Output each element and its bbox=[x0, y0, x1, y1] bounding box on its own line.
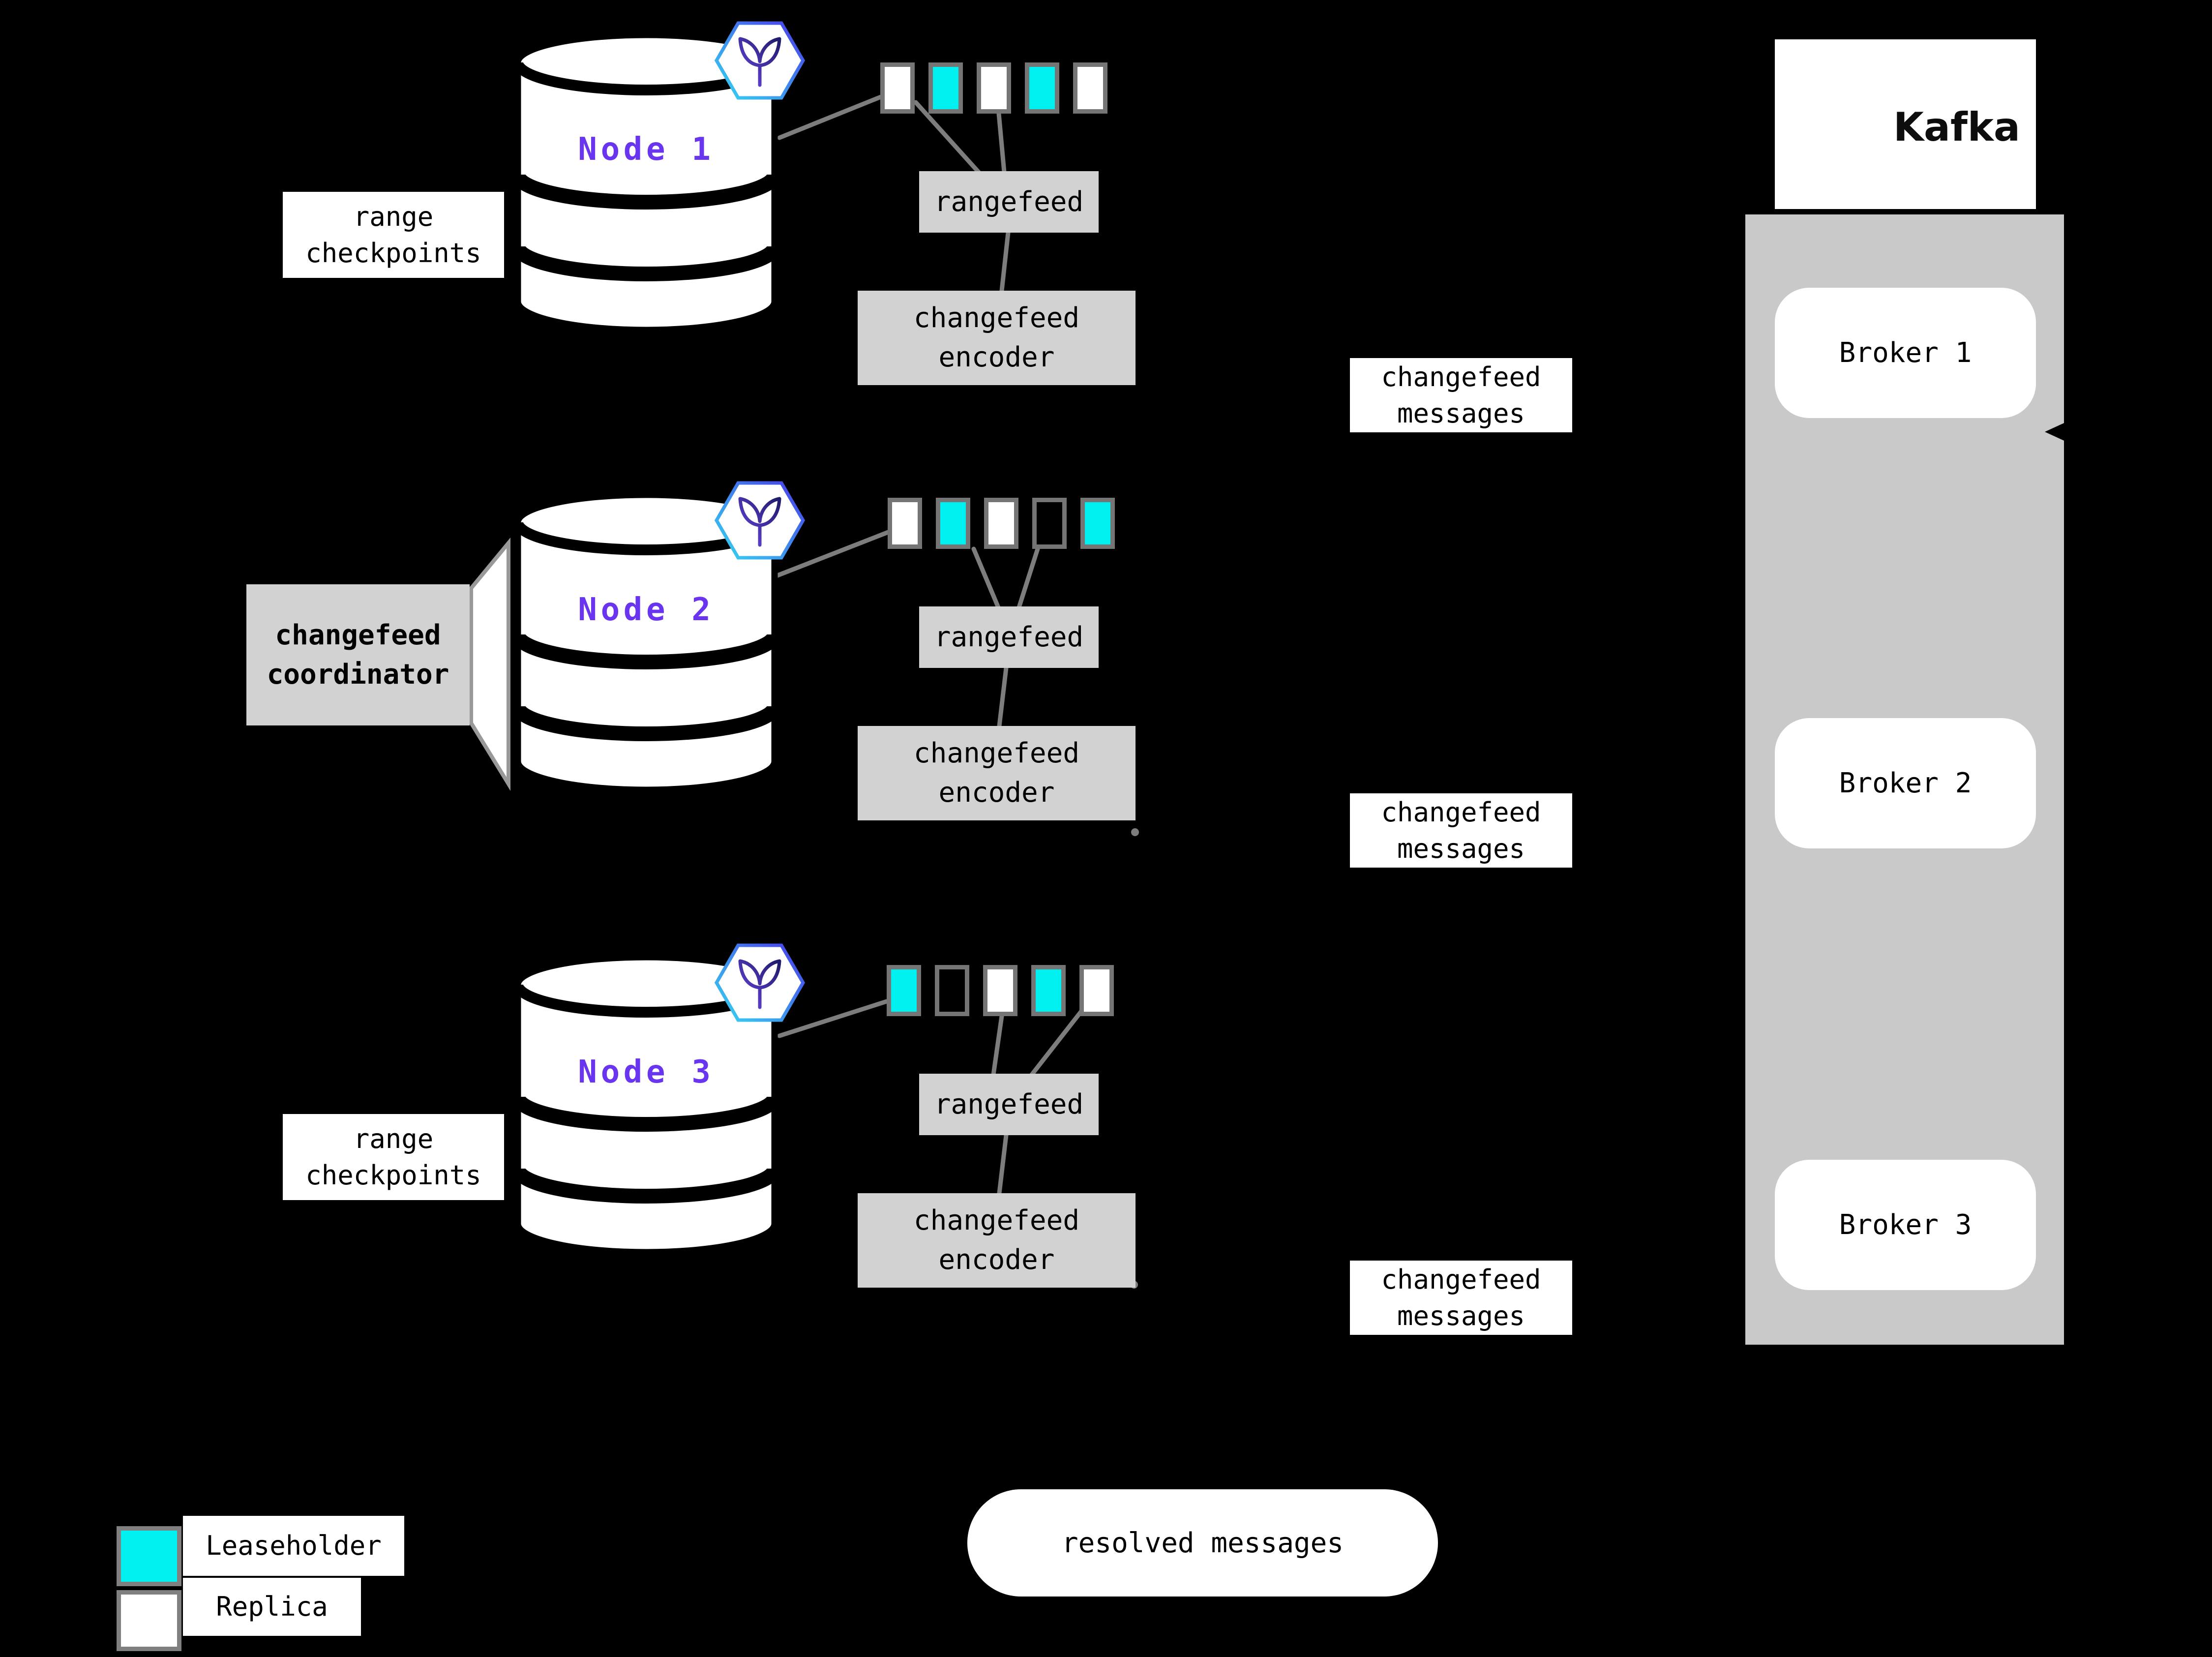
node-3-replica-row bbox=[887, 965, 1114, 1016]
kafka-logo-box bbox=[1775, 39, 2036, 209]
rangefeed-box-node-3: rangefeed bbox=[919, 1074, 1099, 1135]
changefeed-coordinator-box: changefeed coordinator bbox=[246, 584, 470, 725]
node-2-label: Node 2 bbox=[578, 592, 715, 628]
node-1-label: Node 1 bbox=[578, 131, 715, 168]
leaseholder-square bbox=[887, 965, 921, 1016]
connector-lines bbox=[775, 94, 1139, 1289]
leaseholder-square bbox=[1025, 62, 1059, 114]
node-1-replica-row bbox=[880, 62, 1107, 114]
legend-replica-swatch bbox=[117, 1590, 181, 1651]
rangefeed-box-node-2: rangefeed bbox=[919, 606, 1099, 668]
leaseholder-square bbox=[936, 498, 970, 549]
replica-square bbox=[984, 498, 1018, 549]
legend-leaseholder-label: Leaseholder bbox=[183, 1516, 404, 1576]
broker-1-box: Broker 1 bbox=[1775, 288, 2036, 418]
range-checkpoints-label-bottom: range checkpoints bbox=[283, 1114, 504, 1200]
changefeed-encoder-box-node-1: changefeed encoder bbox=[858, 291, 1136, 385]
node-3-label: Node 3 bbox=[578, 1054, 715, 1090]
arrowhead-into-coordinator bbox=[227, 643, 249, 665]
replica-square bbox=[977, 62, 1011, 114]
changefeed-messages-label-2: changefeed messages bbox=[1350, 793, 1572, 868]
range-checkpoints-label-top: range checkpoints bbox=[283, 192, 504, 278]
leaseholder-square bbox=[928, 62, 963, 114]
replica-square bbox=[983, 965, 1017, 1016]
kafka-title: Kafka bbox=[1893, 104, 2020, 150]
broker-3-box: Broker 3 bbox=[1775, 1160, 2036, 1290]
rangefeed-box-node-1: rangefeed bbox=[919, 171, 1099, 233]
changefeed-encoder-box-node-2: changefeed encoder bbox=[858, 726, 1136, 820]
changefeed-messages-label-3: changefeed messages bbox=[1350, 1261, 1572, 1335]
broker-2-box: Broker 2 bbox=[1775, 718, 2036, 848]
legend-replica-label: Replica bbox=[183, 1578, 361, 1636]
arrowhead-into-broker-1 bbox=[2045, 421, 2068, 443]
coordinator-callout-flap bbox=[469, 537, 510, 791]
empty-square bbox=[1032, 498, 1067, 549]
leaseholder-square bbox=[1031, 965, 1066, 1016]
empty-square bbox=[935, 965, 969, 1016]
changefeed-encoder-box-node-3: changefeed encoder bbox=[858, 1193, 1136, 1288]
replica-square bbox=[1079, 965, 1114, 1016]
replica-square bbox=[880, 62, 915, 114]
resolved-messages-pill: resolved messages bbox=[967, 1489, 1438, 1597]
replica-square bbox=[1073, 62, 1107, 114]
changefeed-messages-label-1: changefeed messages bbox=[1350, 358, 1572, 432]
replica-square bbox=[888, 498, 922, 549]
node-2-replica-row bbox=[888, 498, 1115, 549]
legend-leaseholder-swatch bbox=[117, 1526, 181, 1586]
leaseholder-square bbox=[1080, 498, 1115, 549]
